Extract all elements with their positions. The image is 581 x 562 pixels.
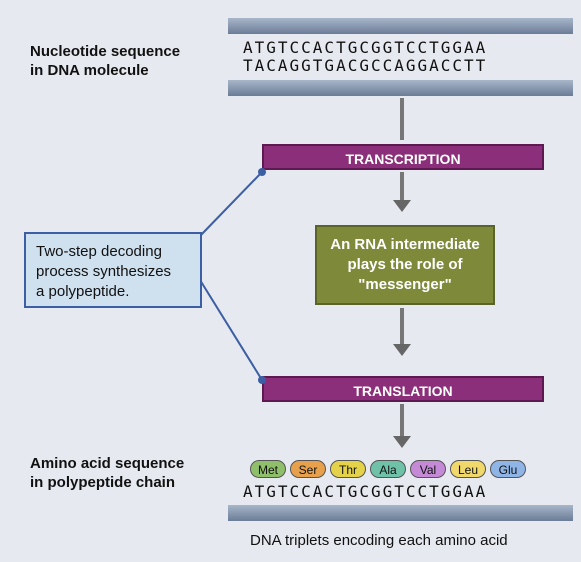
arrow-to-messenger <box>400 172 404 202</box>
amino-acid-glu: Glu <box>490 460 526 478</box>
amino-acid-sequence-label: Amino acid sequence in polypeptide chain <box>30 455 185 491</box>
arrow-to-transcription <box>400 98 404 140</box>
arrowhead-messenger <box>393 200 411 212</box>
translation-bar: TRANSLATION <box>262 376 544 402</box>
amino-acid-met: Met <box>250 460 286 478</box>
arrowhead-protein <box>393 436 411 448</box>
transcription-bar: TRANSCRIPTION <box>262 144 544 170</box>
dna-bottom-backbone <box>228 80 573 96</box>
triplet-caption: DNA triplets encoding each amino acid <box>250 532 508 549</box>
arrowhead-translation <box>393 344 411 356</box>
messenger-line-3: "messenger" <box>358 276 452 293</box>
rna-messenger-box: An RNA intermediate plays the role of "m… <box>315 225 495 305</box>
decoding-process-box: Two-step decoding process synthesizes a … <box>24 232 202 308</box>
triplet-backbone <box>228 505 573 521</box>
dna-top-backbone <box>228 18 573 34</box>
dna-bottom-strand: TACAGGTGACGCCAGGACCTT <box>243 56 488 75</box>
amino-acid-ser: Ser <box>290 460 326 478</box>
dna-sequence-label: Nucleotide sequence in DNA molecule <box>30 43 181 79</box>
amino-acid-val: Val <box>410 460 446 478</box>
amino-acid-leu: Leu <box>450 460 486 478</box>
dna-top-strand: ATGTCCACTGCGGTCCTGGAA <box>243 38 488 57</box>
messenger-line-1: An RNA intermediate <box>330 236 480 253</box>
messenger-line-2: plays the role of <box>347 256 463 273</box>
arrow-to-translation <box>400 308 404 348</box>
amino-acid-ala: Ala <box>370 460 406 478</box>
arrow-to-protein <box>400 404 404 438</box>
amino-acid-thr: Thr <box>330 460 366 478</box>
dna-triplet-strand: ATGTCCACTGCGGTCCTGGAA <box>243 482 488 501</box>
